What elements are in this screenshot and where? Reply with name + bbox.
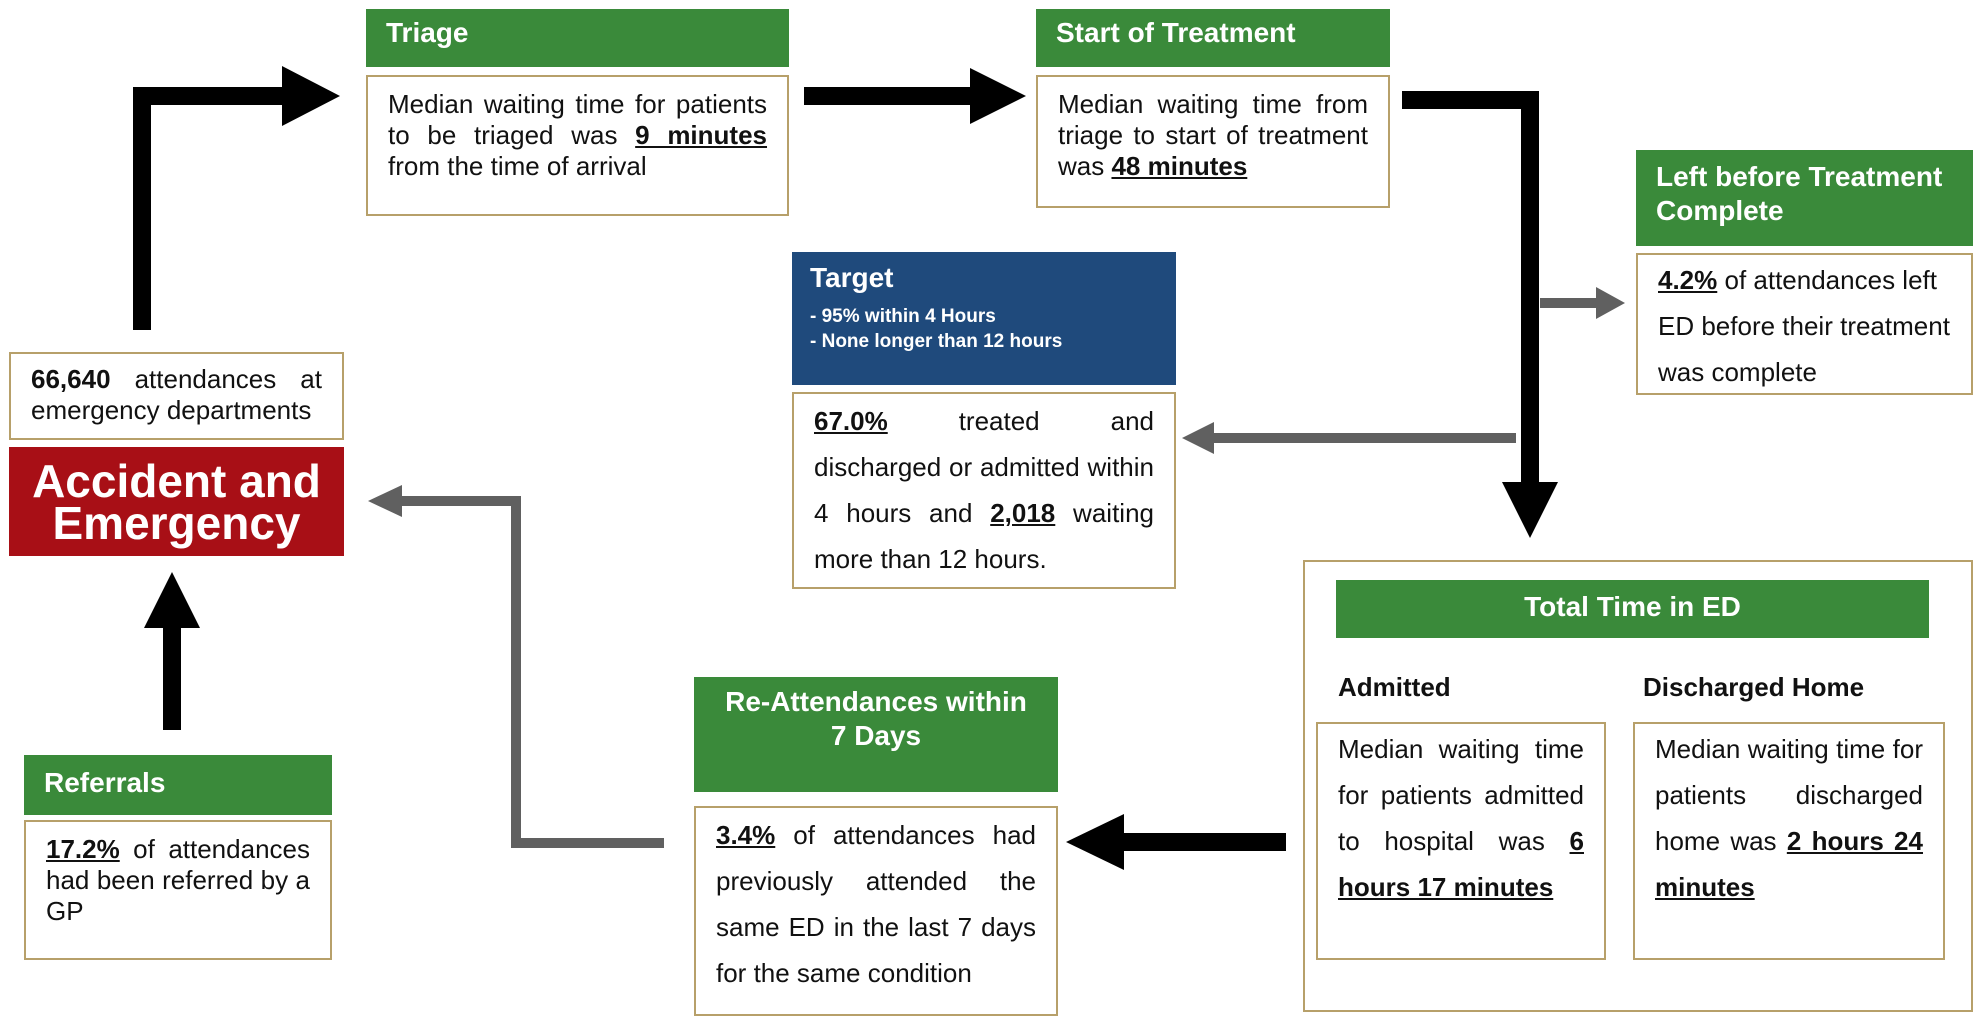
triage-header: Triage	[366, 9, 789, 67]
arrow-head-triage	[282, 66, 340, 126]
arrow-to-triage	[133, 87, 300, 330]
target-value-2: 2,018	[990, 498, 1056, 528]
discharged-value: 2 hours 24 minutes	[1655, 826, 1923, 902]
left-before-value: 4.2%	[1658, 265, 1718, 295]
admitted-value: 6 hours 17 minutes	[1338, 826, 1584, 902]
left-before-box: 4.2% of attendances left ED before their…	[1636, 253, 1973, 395]
target-header: Target - 95% within 4 Hours - None longe…	[792, 252, 1176, 385]
triage-value: 9 minutes	[635, 120, 768, 150]
referrals-text: of attendances had been referred by a GP	[46, 834, 310, 926]
triage-title: Triage	[386, 17, 469, 48]
admitted-box: Median waiting time for patients admitte…	[1316, 722, 1606, 960]
reattend-box: 3.4% of attendances had previously atten…	[694, 806, 1058, 1016]
triage-text: Median waiting time for patients to be t…	[388, 89, 767, 150]
total-time-title: Total Time in ED	[1524, 591, 1741, 622]
target-line-1: - 95% within 4 Hours	[810, 306, 996, 327]
start-treatment-box: Median waiting time from triage to start…	[1036, 75, 1390, 208]
start-treatment-value: 48 minutes	[1111, 151, 1248, 181]
admitted-text: Median waiting time for patients admitte…	[1338, 734, 1584, 856]
start-treatment-title: Start of Treatment	[1056, 17, 1296, 48]
arrow-head-treatment	[970, 68, 1026, 124]
accident-emergency-logo: Accident and Emergency	[9, 447, 344, 556]
admitted-label: Admitted	[1338, 672, 1451, 702]
reattend-title: Re-Attendances within 7 Days	[725, 686, 1027, 751]
triage-box: Median waiting time for patients to be t…	[366, 75, 789, 216]
discharged-label: Discharged Home	[1643, 672, 1865, 702]
arrow-reattend-to-logo	[400, 496, 664, 848]
left-before-title: Left before Treatment Complete	[1656, 161, 1943, 226]
arrow-head-referrals	[144, 572, 200, 628]
referrals-value: 17.2%	[46, 834, 120, 864]
triage-text-after: from the time of arrival	[388, 151, 647, 181]
referrals-header: Referrals	[24, 755, 332, 815]
reattend-header: Re-Attendances within 7 Days	[694, 677, 1058, 792]
arrow-treatment-to-total	[1402, 91, 1539, 485]
target-line-2: - None longer than 12 hours	[810, 331, 1063, 352]
attendances-box: 66,640 attendances at emergency departme…	[9, 352, 344, 440]
arrow-head-reattend	[1066, 814, 1124, 870]
target-box: 67.0% treated and discharged or admitted…	[792, 392, 1176, 589]
reattend-text: of attendances had previously attended t…	[716, 820, 1036, 988]
arrow-head-left-before	[1596, 287, 1625, 319]
discharged-box: Median waiting time for patients dischar…	[1633, 722, 1945, 960]
discharged-text: Median waiting time for patients dischar…	[1655, 734, 1923, 856]
left-before-header: Left before Treatment Complete	[1636, 150, 1973, 246]
attendances-text: attendances at emergency departments	[31, 364, 322, 425]
target-value-1: 67.0%	[814, 406, 888, 436]
start-treatment-header: Start of Treatment	[1036, 9, 1390, 67]
target-title: Target	[810, 262, 894, 293]
arrow-head-logo	[368, 485, 402, 517]
start-treatment-text: Median waiting time from triage to start…	[1058, 89, 1368, 181]
total-time-header: Total Time in ED	[1336, 580, 1929, 638]
left-before-text: of attendances left ED before their trea…	[1658, 265, 1950, 387]
arrow-head-target	[1182, 422, 1214, 454]
logo-text: Accident and Emergency	[32, 454, 321, 549]
referrals-box: 17.2% of attendances had been referred b…	[24, 820, 332, 960]
target-text-1: treated and discharged or admitted withi…	[814, 406, 1154, 528]
target-text-2: waiting more than 12 hours.	[814, 498, 1154, 574]
reattend-value: 3.4%	[716, 820, 776, 850]
arrow-head-total	[1502, 482, 1558, 538]
attendances-value: 66,640	[31, 364, 111, 394]
referrals-title: Referrals	[44, 767, 166, 798]
